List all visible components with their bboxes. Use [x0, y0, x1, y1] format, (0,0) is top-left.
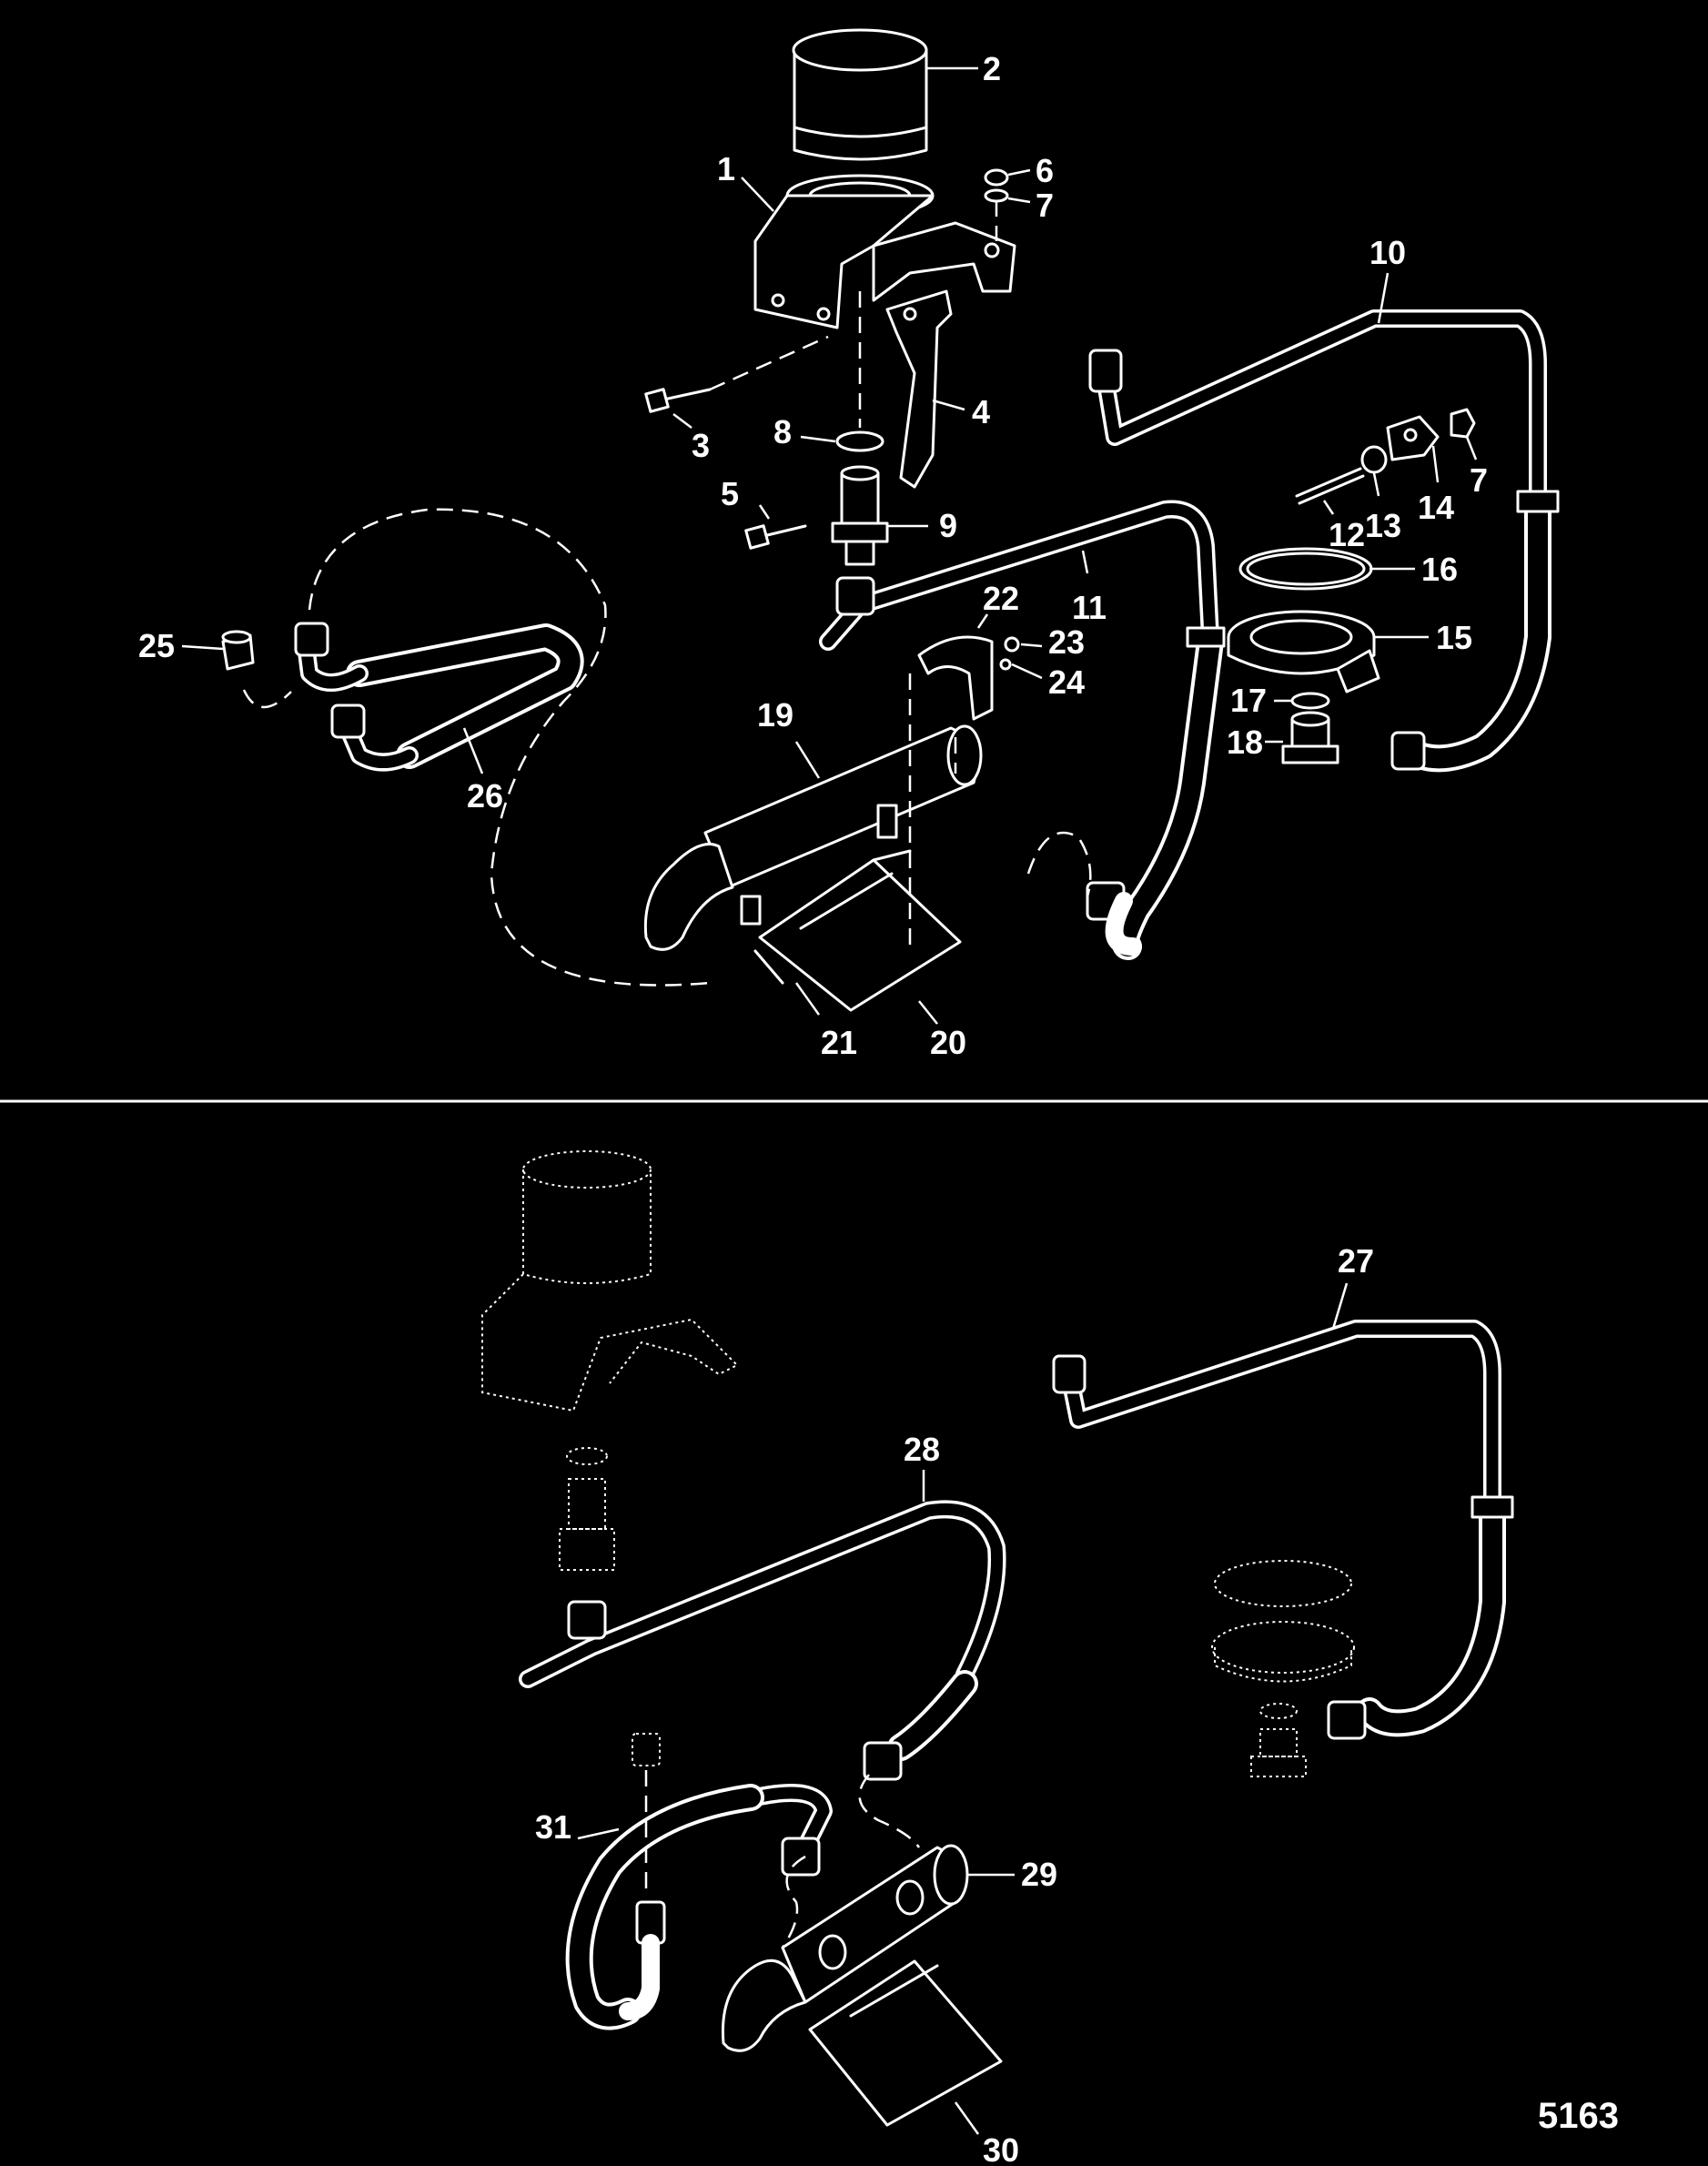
callout-10: 10 [1369, 234, 1406, 271]
callout-26: 26 [467, 777, 503, 815]
callout-21: 21 [821, 1024, 857, 1061]
screw-21 [753, 949, 784, 985]
return-hose-10 [1088, 309, 1560, 773]
callout-17: 17 [1230, 682, 1267, 719]
bolt-3 [644, 335, 829, 413]
fitting-18 [1281, 711, 1339, 764]
routing-path-a [308, 508, 711, 987]
washer-13 [1360, 445, 1388, 474]
callout-11: 11 [1072, 589, 1107, 626]
pressure-hose-11 [819, 500, 1226, 960]
seal-ring-16-inner [1246, 552, 1366, 586]
nut-7b [1450, 408, 1476, 439]
routing-path-f [858, 1774, 921, 1848]
callout-14: 14 [1418, 489, 1454, 526]
cooler-bracket-20 [758, 849, 962, 1012]
callout-29: 29 [1021, 1856, 1057, 1893]
reservoir-cap-15 [1227, 610, 1380, 693]
washer-24 [999, 658, 1012, 671]
callout-23: 23 [1048, 623, 1085, 661]
pump-bracket [753, 174, 1016, 329]
cooler-hose-31 [565, 1784, 833, 2030]
callout-6: 6 [1036, 152, 1054, 189]
pressure-hose-28 [519, 1500, 1006, 1781]
callout-25: 25 [138, 627, 175, 664]
routing-path-e [781, 1855, 806, 1948]
callout-28: 28 [904, 1431, 940, 1468]
seal-ring-16 [1238, 547, 1373, 591]
callout-labels: 2 1 6 7 3 4 8 5 9 10 11 12 13 14 7 16 15… [138, 50, 1488, 2166]
callout-12: 12 [1329, 516, 1365, 553]
figure-id: 5163 [1538, 2096, 1619, 2136]
stud-12 [1295, 467, 1365, 505]
oil-cooler-19 [643, 724, 983, 951]
reservoir-cup [792, 28, 928, 161]
return-hose-27 [1052, 1320, 1514, 1740]
clamp-22 [917, 635, 994, 721]
cooler-bracket-30 [808, 1959, 1003, 2127]
callout-18: 18 [1227, 724, 1263, 761]
callout-24: 24 [1048, 663, 1085, 701]
callout-13: 13 [1365, 507, 1401, 544]
callout-16: 16 [1421, 551, 1458, 588]
callout-31: 31 [535, 1808, 571, 1846]
pump-arm-link [885, 289, 953, 489]
callout-15: 15 [1436, 619, 1472, 656]
o-ring-17 [1290, 692, 1330, 710]
callout-27: 27 [1338, 1242, 1374, 1280]
callout-30: 30 [983, 2131, 1019, 2166]
callout-4: 4 [972, 393, 990, 430]
cooler-hoses-26 [294, 622, 584, 772]
callout-9: 9 [939, 507, 957, 544]
clamp-14 [1386, 415, 1440, 461]
reservoir-cap-ghost [1211, 1560, 1355, 1777]
callout-1: 1 [717, 150, 735, 187]
reservoir-cup-ghost [481, 1150, 739, 1412]
callout-7: 7 [1036, 187, 1054, 224]
routing-path-c [242, 689, 292, 709]
leader-lines [181, 66, 1478, 2135]
callout-3: 3 [692, 427, 710, 464]
oil-cooler-29 [721, 1844, 969, 2052]
adapter-ghost [632, 1733, 661, 1898]
nut-6 [984, 168, 1009, 241]
callout-5: 5 [721, 475, 739, 512]
o-ring-8 [835, 430, 884, 452]
callout-8: 8 [773, 413, 792, 450]
fitting-ghost [559, 1447, 615, 1571]
fitting-9 [831, 465, 889, 566]
bolt-5 [744, 524, 807, 550]
callout-22: 22 [983, 580, 1019, 617]
adapter-25 [221, 630, 255, 671]
nut-23 [1004, 636, 1020, 653]
callout-7b: 7 [1470, 461, 1488, 499]
callout-20: 20 [930, 1024, 966, 1061]
routing-path-b [1026, 831, 1092, 897]
callout-2: 2 [983, 50, 1001, 87]
callout-19: 19 [757, 696, 793, 734]
